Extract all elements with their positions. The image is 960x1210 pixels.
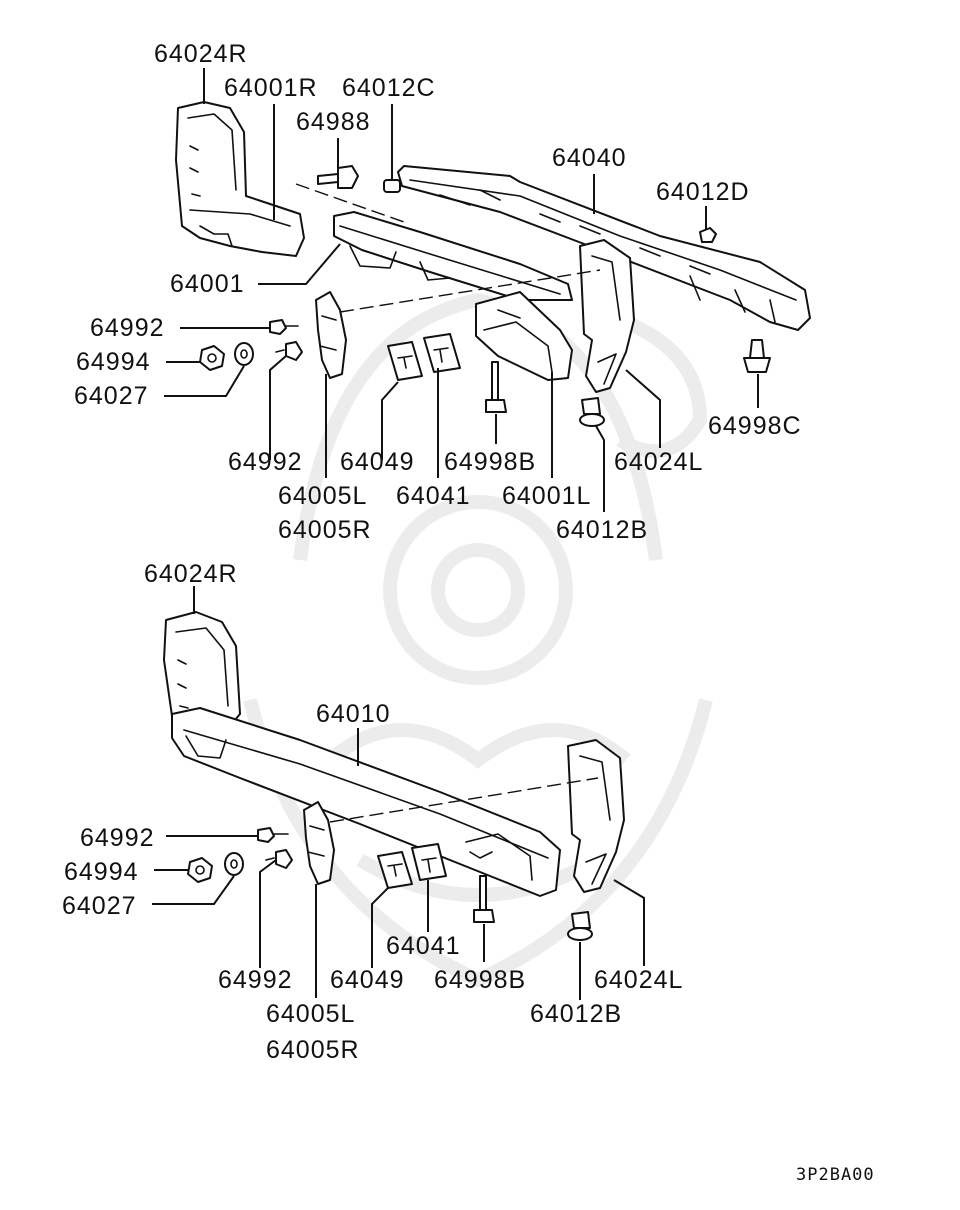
part-64010-reinforcement [171,707,561,897]
part-64049-pad [387,341,423,381]
callout-64010: 64010 [316,700,391,728]
watermark-emblem [243,292,713,988]
leader-lines-lower [152,586,645,1000]
part-64994-nut [199,345,225,371]
part-64027-washer-lower [224,852,244,876]
callout-64994-upper: 64994 [76,348,151,376]
part-64012B-clip [579,397,605,427]
part-64001L-end-bracket [475,291,573,381]
part-64041-pad [423,333,461,373]
part-64994-nut-lower [187,857,213,883]
diagram-code: 3P2BA00 [796,1165,875,1185]
callout-64027-lower: 64027 [62,892,137,920]
callout-64041-lower: 64041 [386,932,461,960]
leader-lines-upper [164,68,759,512]
labels-lower: 64024R 64010 64992 64994 64027 64041 649… [62,560,683,1064]
part-64012B-clip-lower [567,911,593,941]
part-64001-reinforcement-beam [333,211,573,301]
callout-64027-upper: 64027 [74,382,149,410]
callout-64012C: 64012C [342,74,436,102]
part-64998B-bolt [485,361,507,413]
callout-64992-upper-b: 64992 [228,448,303,476]
callout-64049-lower: 64049 [330,966,405,994]
callout-64998B-lower: 64998B [434,966,526,994]
part-64998B-bolt-lower [473,875,495,923]
labels-upper: 64024R 64001R 64012C 64988 64040 64012D … [74,40,802,544]
callout-64001R: 64001R [224,74,318,102]
callout-64988: 64988 [296,108,371,136]
alignment-line-lower [329,777,599,823]
callout-64049-upper: 64049 [340,448,415,476]
part-64992-screw-lower-b [265,849,293,869]
alignment-line-upper-2 [339,269,601,313]
part-64027-washer [234,342,254,366]
part-64041-pad-lower [411,843,447,881]
callout-64001: 64001 [170,270,245,298]
callout-64998C: 64998C [708,412,802,440]
upper-assembly: 64024R 64001R 64012C 64988 64040 64012D … [74,40,811,544]
callout-64024R-lower: 64024R [144,560,238,588]
part-64992-screw-upper [269,319,299,335]
callout-64024L-lower: 64024L [594,966,683,994]
part-64005-stay [315,291,347,379]
part-64992-screw-lower-a [257,827,289,843]
callout-64024L-upper: 64024L [614,448,703,476]
callout-64012B-upper: 64012B [556,516,648,544]
part-64024L-side-bracket-lower [567,739,625,893]
part-64998C-bolt [743,339,771,373]
callout-64005L-upper: 64005L [278,482,367,510]
callout-64001L: 64001L [502,482,591,510]
part-64012D-nut [699,227,717,243]
callout-64994-lower: 64994 [64,858,139,886]
callout-64040: 64040 [552,144,627,172]
callout-64024R: 64024R [154,40,248,68]
part-64024R-side-bracket-lower [163,611,241,729]
callout-64005L-lower: 64005L [266,1000,355,1028]
part-64012C-clip [383,179,401,193]
part-64049-pad-lower [377,851,413,889]
callout-64998B-upper: 64998B [444,448,536,476]
part-64992-screw-lower [275,341,303,361]
callout-64012D: 64012D [656,178,750,206]
part-64024L-side-bracket [579,239,635,393]
part-64005-stay-lower [303,801,335,885]
callout-64992-upper-a: 64992 [90,314,165,342]
callout-64992-lower-a: 64992 [80,824,155,852]
part-64024R-side-bracket [175,101,305,257]
part-64988-bolt [317,165,359,189]
callout-64041-upper: 64041 [396,482,471,510]
callout-64005R-lower: 64005R [266,1036,360,1064]
lower-assembly: 64024R 64010 64992 64994 64027 64041 649… [62,560,683,1064]
callout-64992-lower-b: 64992 [218,966,293,994]
callout-64012B-lower: 64012B [530,1000,622,1028]
callout-64005R-upper: 64005R [278,516,372,544]
